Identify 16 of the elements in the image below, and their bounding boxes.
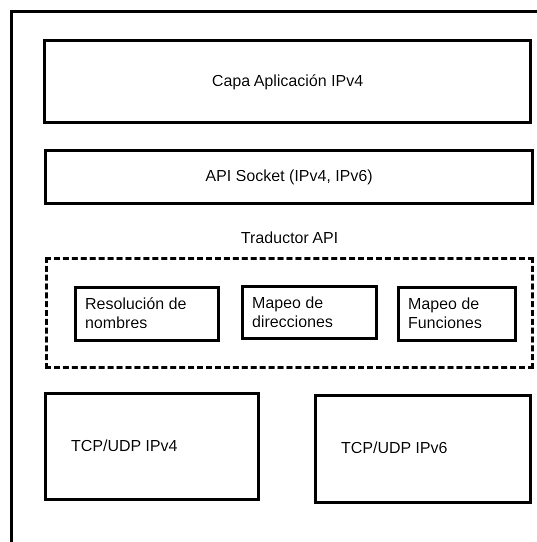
box-label: Mapeo de Funciones: [408, 295, 483, 333]
function-box: [74, 286, 220, 342]
box-label: API Socket (IPv4, IPv6): [205, 167, 373, 187]
protocol-box: [314, 394, 532, 504]
layer-box: [43, 39, 532, 124]
box-label: Mapeo de direcciones: [252, 294, 334, 332]
function-box: [241, 285, 378, 340]
box-label: Resolución de nombres: [85, 295, 188, 333]
function-box: [397, 286, 517, 342]
box-label: TCP/UDP IPv6: [341, 439, 448, 459]
group-heading: Traductor API: [240, 229, 338, 249]
outer-frame: [10, 10, 537, 542]
layer-box: [44, 149, 534, 205]
box-label: TCP/UDP IPv4: [71, 436, 178, 456]
box-label: Capa Aplicación IPv4: [212, 72, 364, 92]
protocol-box: [44, 392, 260, 501]
